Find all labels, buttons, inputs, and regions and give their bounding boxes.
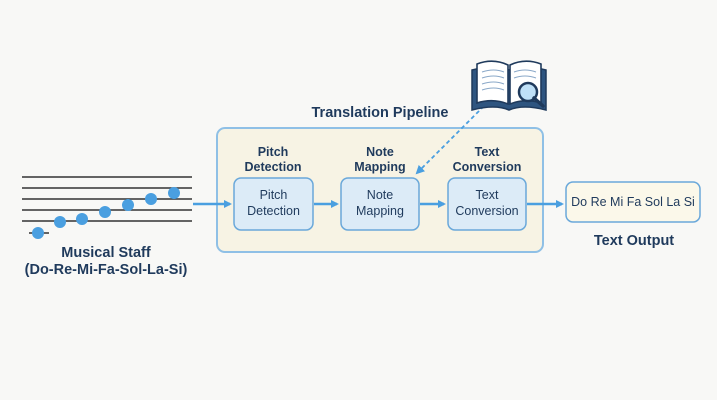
note-fa <box>99 206 111 218</box>
note-do <box>32 227 44 239</box>
note-la <box>145 193 157 205</box>
note-mapping-box-label: Note Mapping <box>341 188 419 219</box>
note-mi <box>76 213 88 225</box>
stage-heading-line: Mapping <box>354 160 406 174</box>
musical-staff <box>22 176 192 234</box>
note-sol <box>122 199 134 211</box>
musical-staff-label: Musical Staff (Do-Re-Mi-Fa-Sol-La-Si) <box>0 245 212 280</box>
staff-notes <box>32 187 180 239</box>
pitch-detection-box <box>233 177 314 231</box>
box-label-line: Mapping <box>356 203 404 218</box>
dashed-arrow-book-to-note-mapping <box>415 105 485 175</box>
stage-heading-line: Text <box>474 145 500 159</box>
staff-label-line1: Musical Staff <box>61 245 151 261</box>
stage-heading-line: Note <box>366 145 394 159</box>
stage-heading-pitch-detection: Pitch Detection <box>228 145 318 175</box>
box-label-line: Detection <box>247 203 300 218</box>
text-output-box <box>565 181 701 223</box>
box-label-line: Text <box>475 188 499 202</box>
note-re <box>54 216 66 228</box>
note-si <box>168 187 180 199</box>
note-mapping-box <box>340 177 420 231</box>
text-conversion-box <box>447 177 527 231</box>
pitch-detection-box-label: Pitch Detection <box>234 188 313 219</box>
text-output-value: Do Re Mi Fa Sol La Si <box>571 195 695 209</box>
stage-heading-line: Pitch <box>257 145 289 159</box>
open-book-magnifier-icon <box>471 60 547 111</box>
stage-heading-text-conversion: Text Conversion <box>442 145 532 175</box>
box-label-line: Note <box>366 188 394 202</box>
stage-heading-line: Detection <box>244 160 302 174</box>
box-label-line: Pitch <box>259 188 288 202</box>
stage-heading-note-mapping: Note Mapping <box>335 145 425 175</box>
pipeline-title: Translation Pipeline <box>311 105 449 121</box>
box-label-line: Conversion <box>455 203 519 218</box>
staff-label-line2: (Do-Re-Mi-Fa-Sol-La-Si) <box>24 262 188 279</box>
text-conversion-box-label: Text Conversion <box>448 188 526 219</box>
text-output-label: Text Output <box>593 233 675 249</box>
stage-heading-line: Conversion <box>452 160 522 174</box>
